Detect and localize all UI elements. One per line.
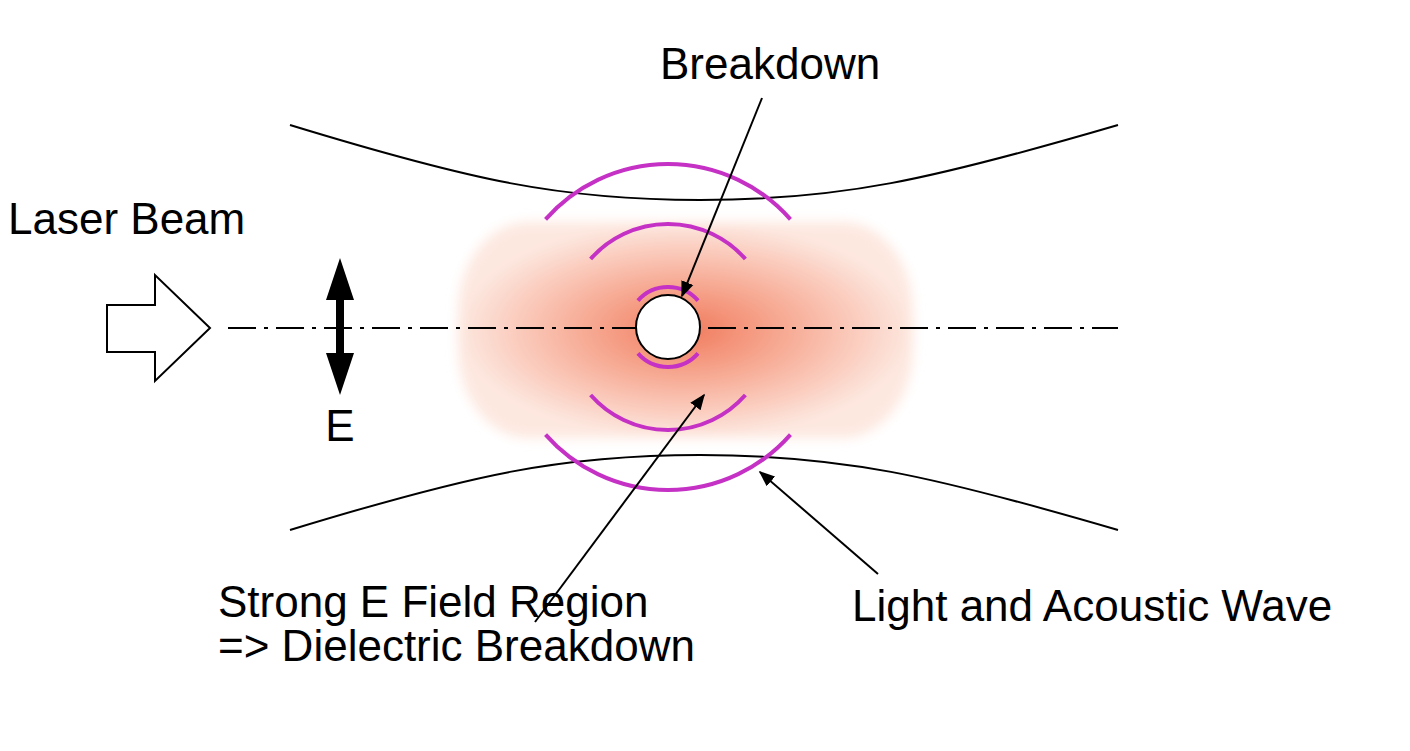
beam-envelope <box>290 125 1118 200</box>
beam-direction-arrow <box>107 275 210 381</box>
beam-envelope <box>290 455 1118 530</box>
e-field-arrowhead <box>326 353 354 395</box>
e-field-arrowhead <box>326 258 354 300</box>
wave-label: Light and Acoustic Wave <box>852 584 1332 628</box>
region-label: Strong E Field Region => Dielectric Brea… <box>218 580 708 668</box>
wave-front-arc <box>591 395 746 430</box>
strong-field-region <box>458 222 913 438</box>
leader-line <box>682 98 762 296</box>
breakdown-label: Breakdown <box>660 42 880 86</box>
beam-label: Laser Beam <box>8 197 245 241</box>
field-label: E <box>325 404 354 448</box>
wave-front-arc <box>546 164 791 219</box>
wave-fronts <box>546 164 791 490</box>
breakdown-spot <box>636 295 700 359</box>
wave-front-arc <box>591 224 746 259</box>
leader-line <box>760 472 878 574</box>
